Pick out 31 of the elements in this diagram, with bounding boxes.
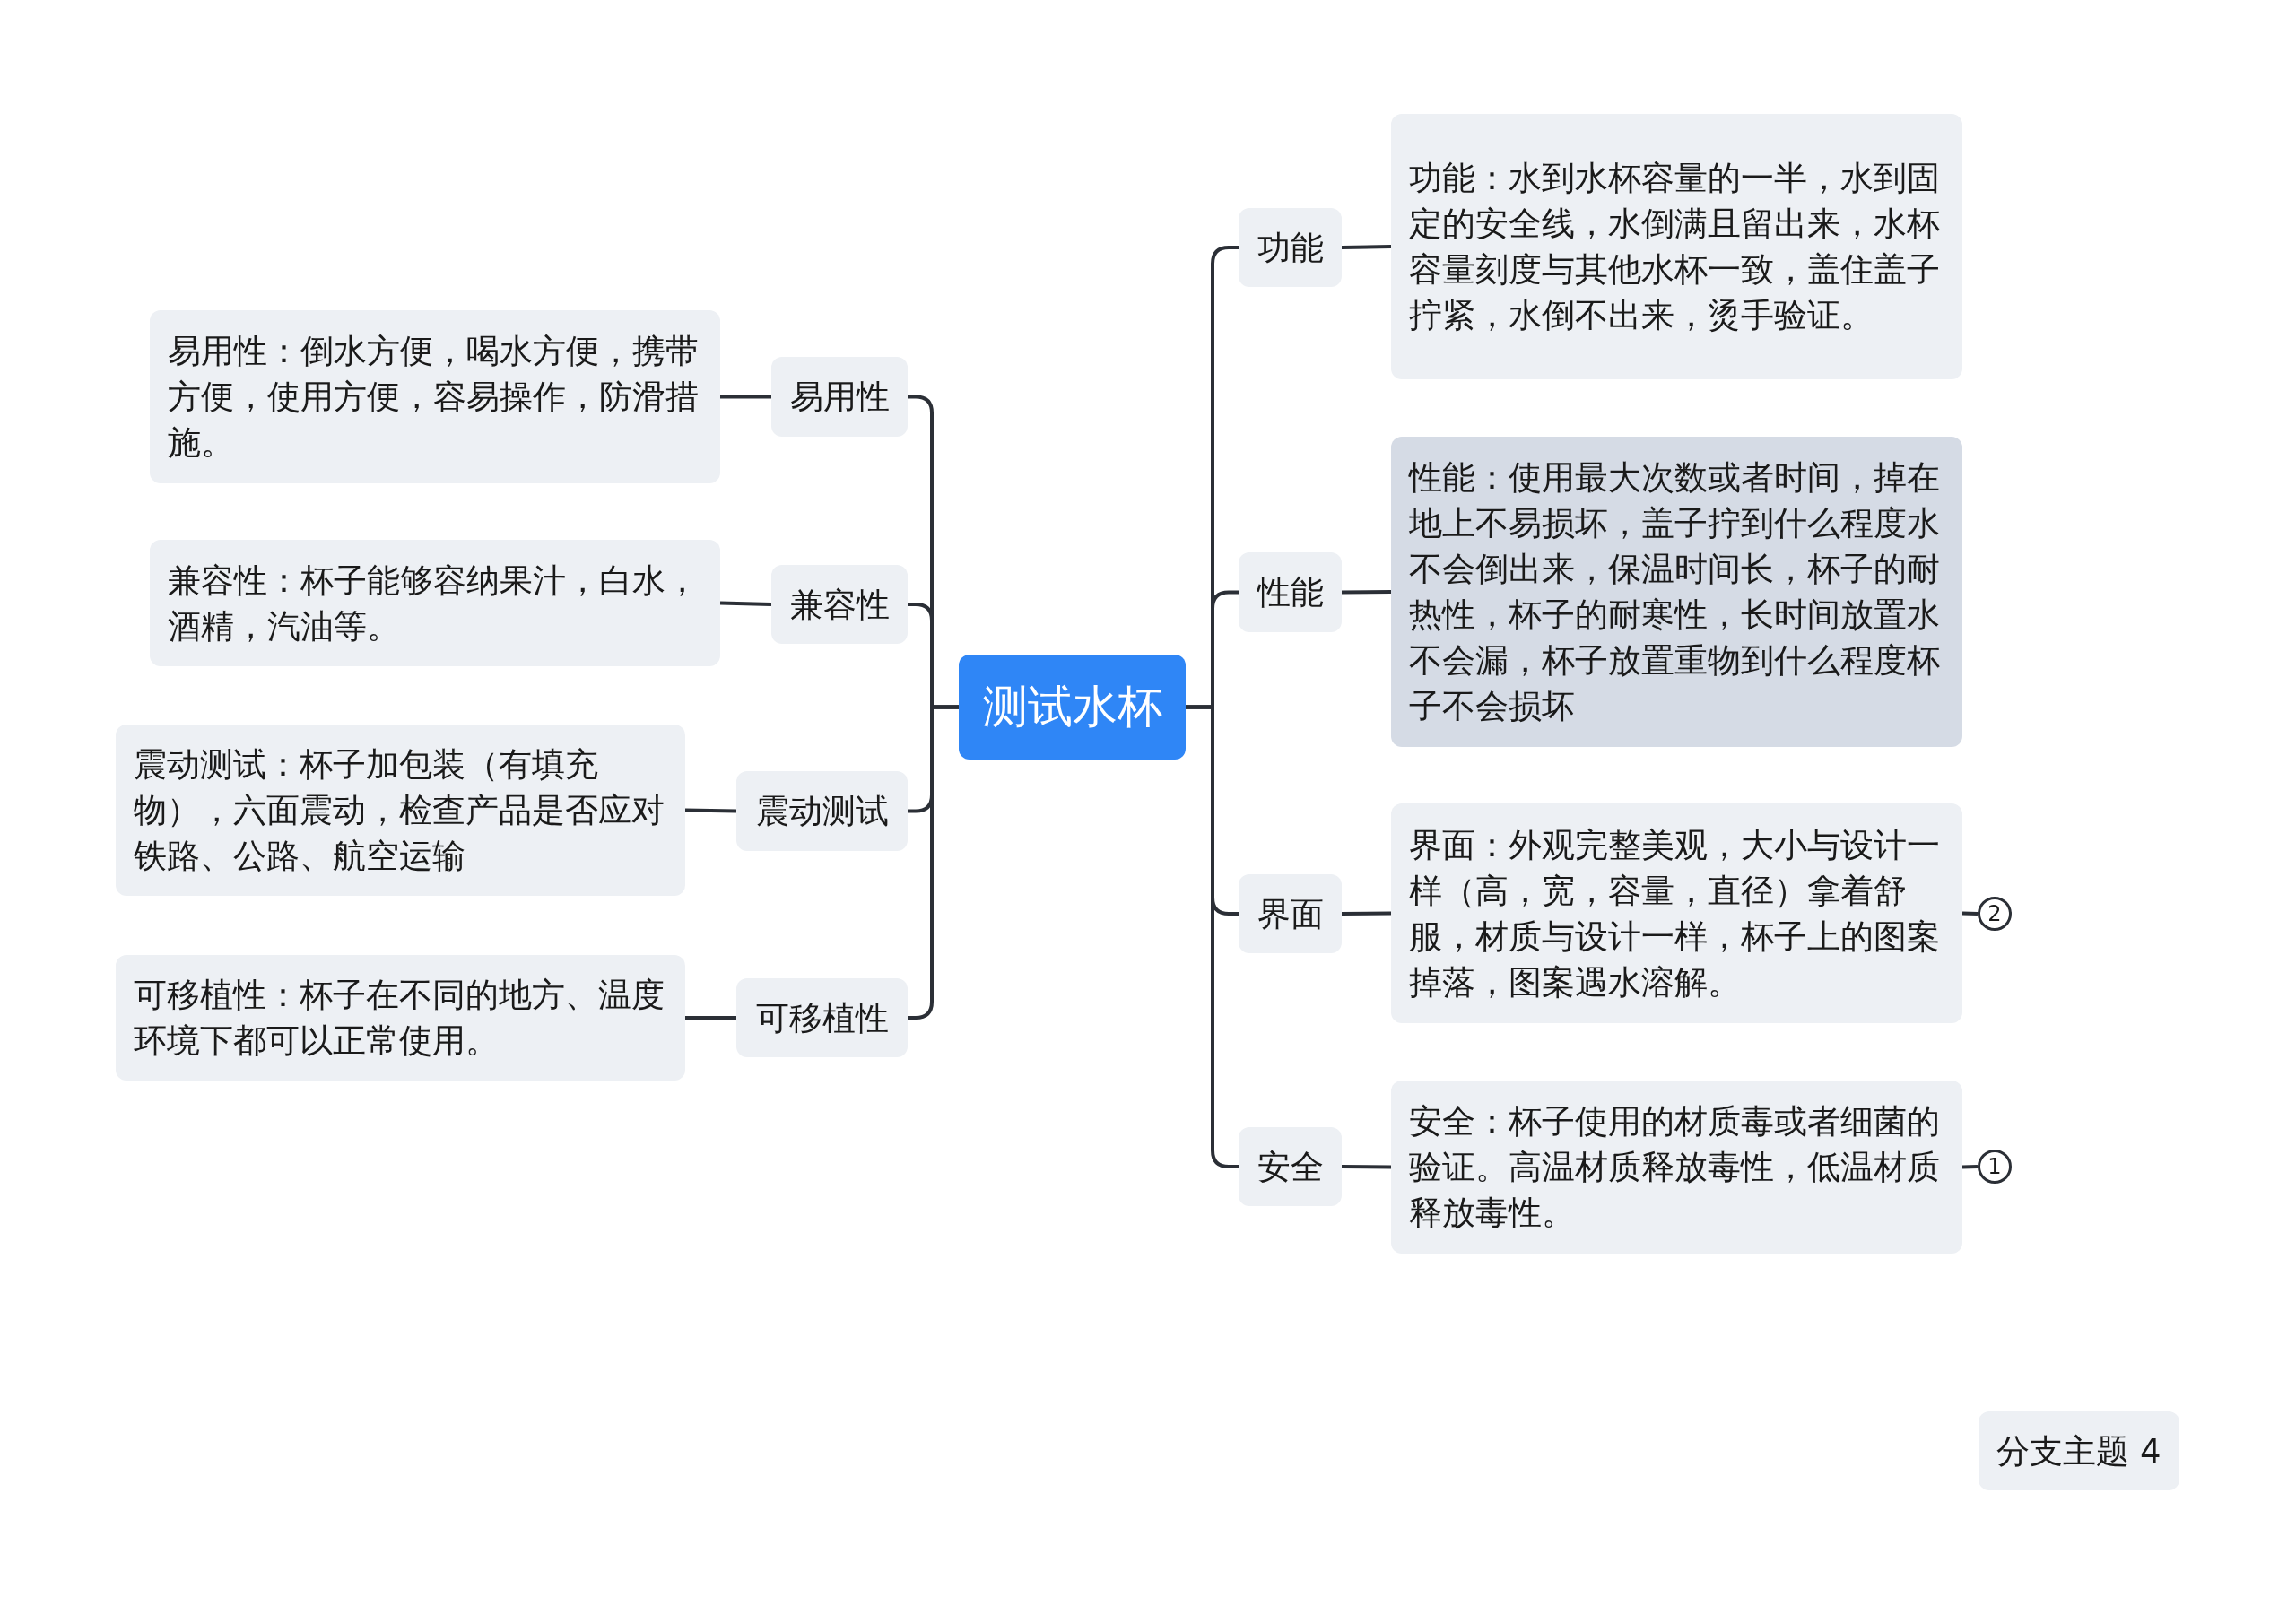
topic-box: 界面 <box>1239 874 1342 953</box>
topic-box: 易用性 <box>771 357 908 437</box>
connector-line <box>1341 1165 1392 1169</box>
note-box: 功能：水到水杯容量的一半，水到固定的安全线，水倒满且留出来，水杯容量刻度与其他水杯一致，盖住盖子拧紧，水倒不出来，烫手验证。 <box>1391 114 1962 379</box>
number-badge: 2 <box>1978 897 2012 931</box>
connector-line <box>1961 1165 1979 1169</box>
central-topic-box: 测试水杯 <box>959 655 1186 760</box>
topic-box: 震动测试 <box>736 771 908 851</box>
number-badge: 1 <box>1978 1150 2012 1184</box>
note-box: 性能：使用最大次数或者时间，掉在地上不易损坏，盖子拧到什么程度水不会倒出来，保温时间长，杯子的耐热性，杯子的耐寒性，长时间放置水不会漏，杯子放置重物到什么程度杯子不会损坏 <box>1391 437 1962 747</box>
connector-line <box>685 1016 736 1020</box>
connector-line <box>908 705 959 1020</box>
topic-box: 分支主题 4 <box>1979 1411 2179 1490</box>
note-box: 震动测试：杯子加包装（有填充物），六面震动，检查产品是否应对铁路、公路、航空运输 <box>116 725 685 896</box>
topic-box: 可移植性 <box>736 978 908 1057</box>
note-box: 兼容性：杯子能够容纳果汁，白水，酒精，汽油等。 <box>150 540 720 666</box>
topic-box: 功能 <box>1239 208 1342 287</box>
topic-box: 性能 <box>1239 552 1342 632</box>
connector-line <box>719 601 772 606</box>
connector-line <box>1961 911 1979 916</box>
connector-line <box>1341 245 1392 249</box>
connector-line <box>1341 911 1392 916</box>
note-box: 界面：外观完整美观，大小与设计一样（高，宽，容量，直径）拿着舒服，材质与设计一样，杯子上的图案掉落，图案遇水溶解。 <box>1391 803 1962 1023</box>
note-box: 易用性：倒水方便，喝水方便，携带方便，使用方便，容易操作，防滑措施。 <box>150 310 720 483</box>
topic-box: 安全 <box>1239 1127 1342 1206</box>
connector-line <box>1341 590 1392 595</box>
connector-line <box>684 808 737 813</box>
connector-line <box>720 395 771 399</box>
topic-box: 兼容性 <box>771 565 908 644</box>
note-box: 可移植性：杯子在不同的地方、温度环境下都可以正常使用。 <box>116 955 685 1081</box>
note-box: 安全：杯子使用的材质毒或者细菌的验证。高温材质释放毒性，低温材质释放毒性。 <box>1391 1081 1962 1254</box>
